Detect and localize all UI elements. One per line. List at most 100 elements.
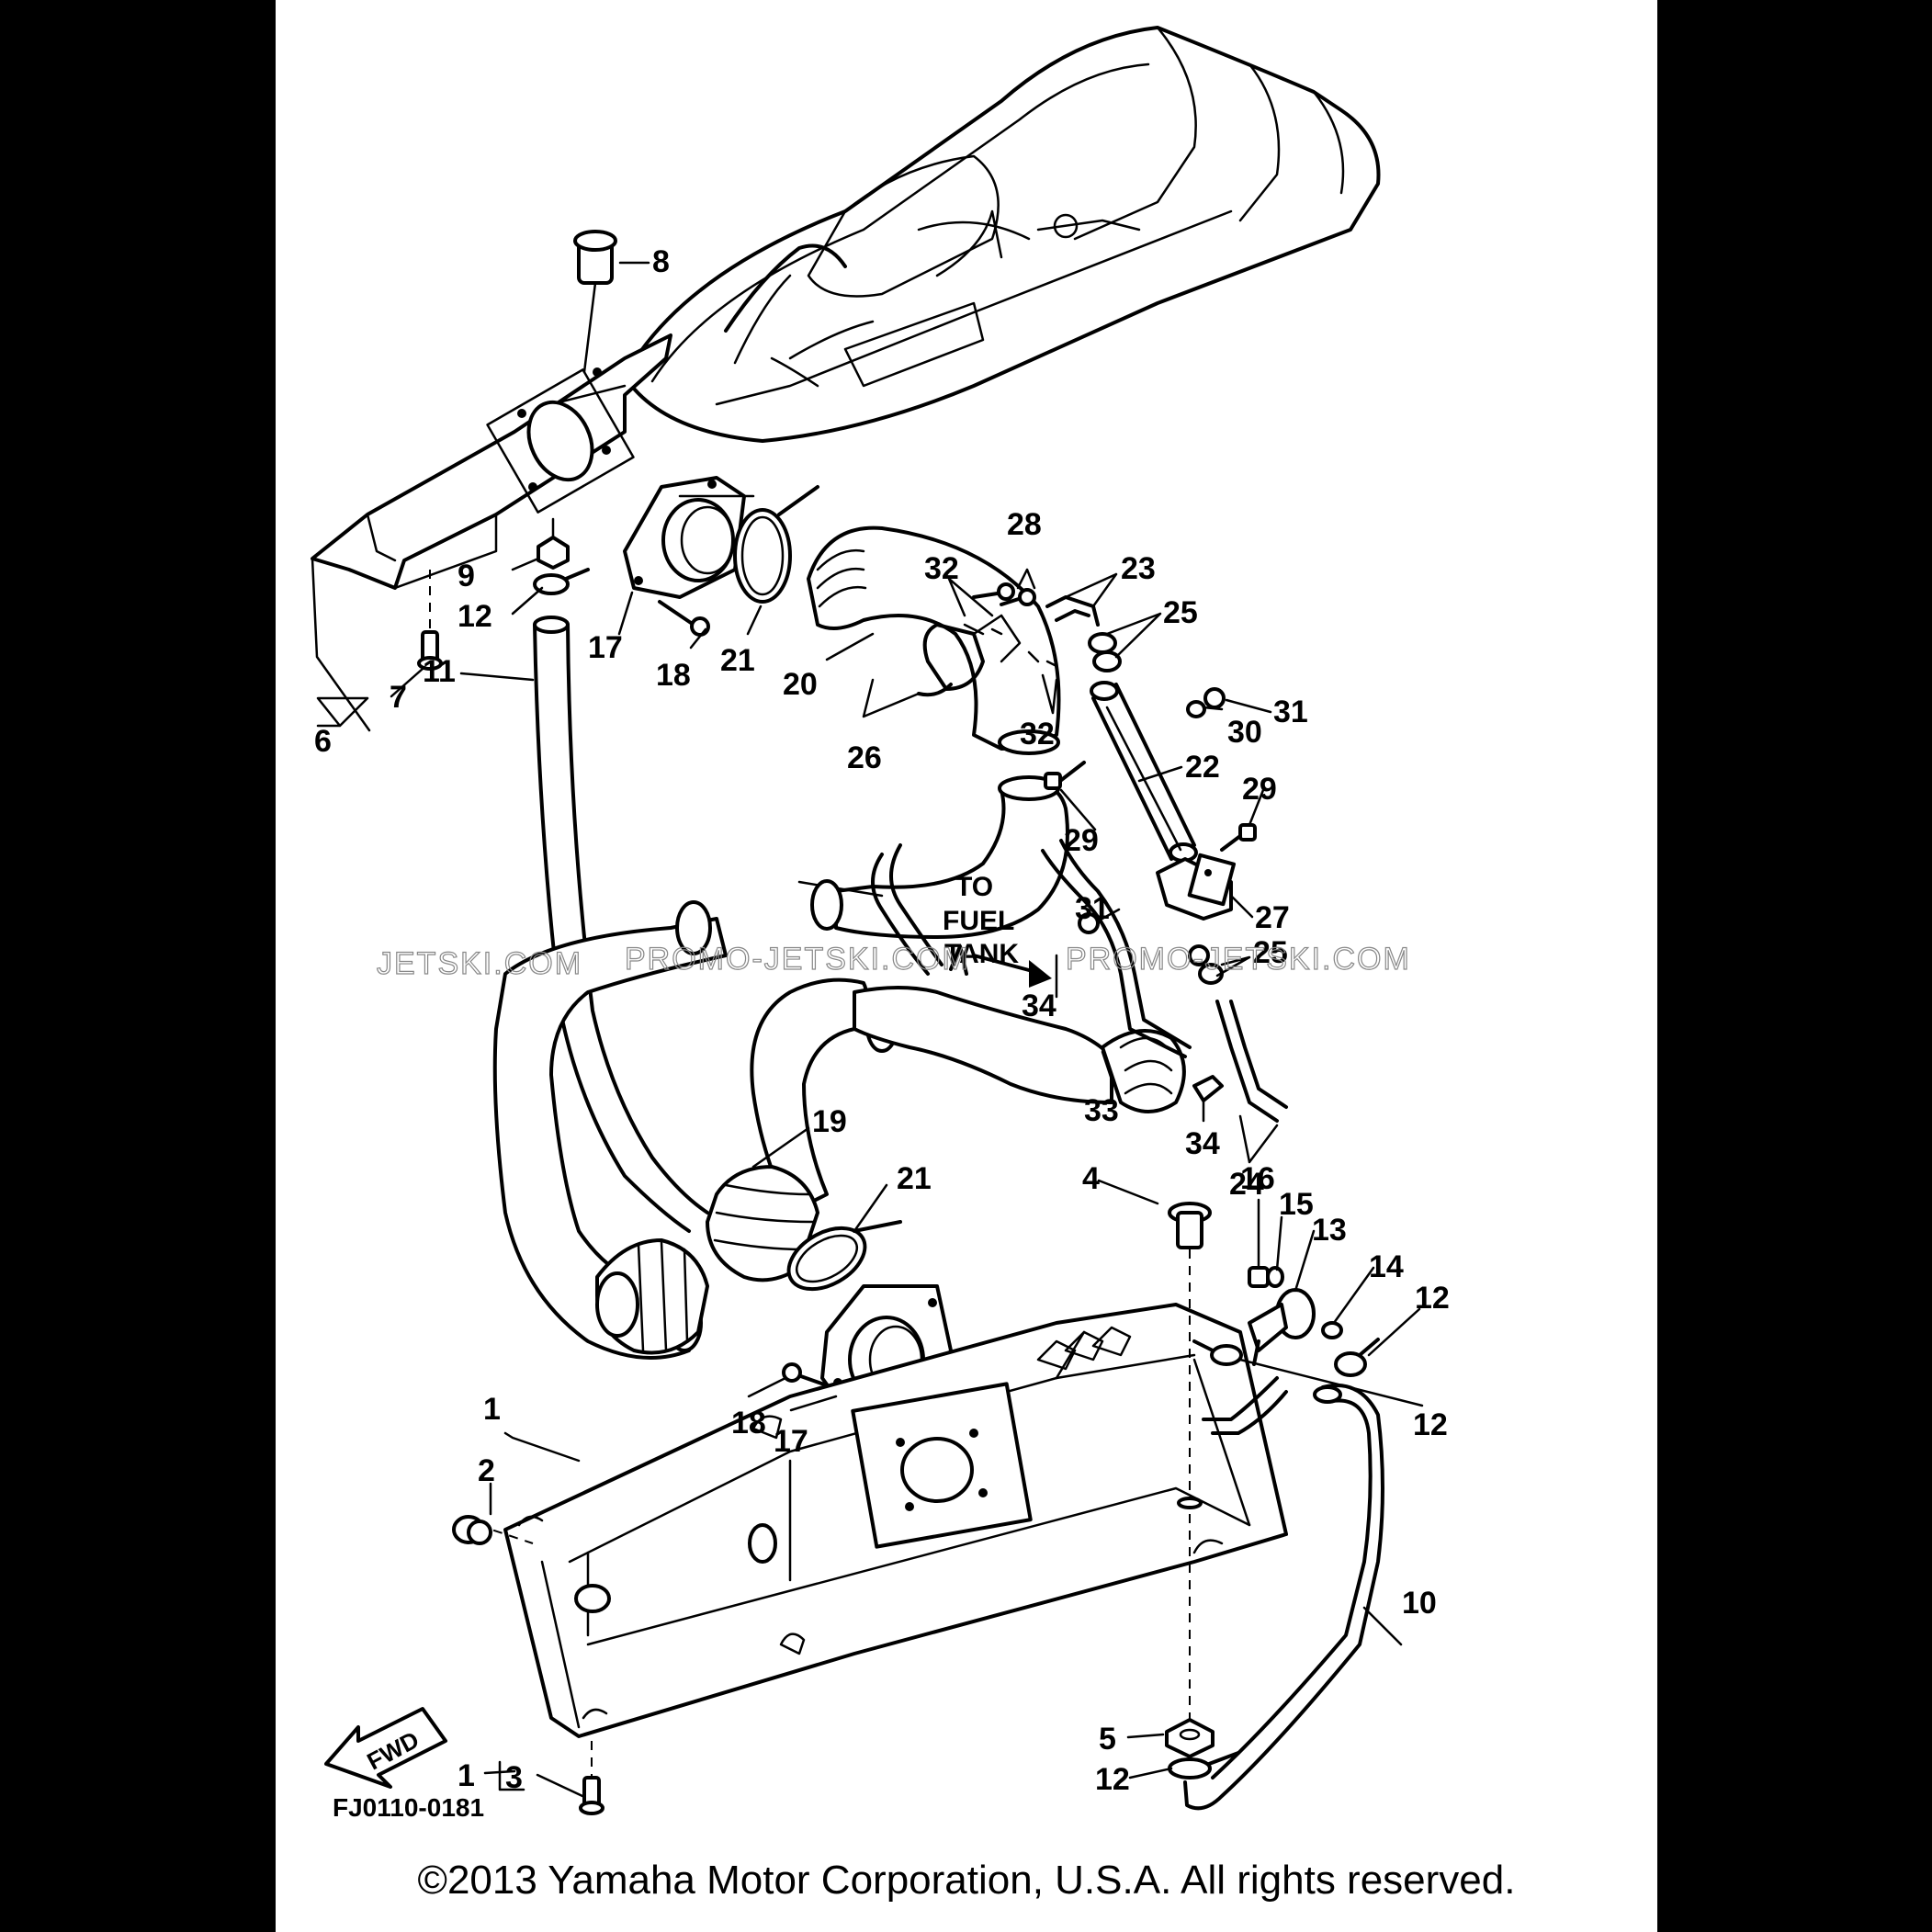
callout-29b: 29 xyxy=(1064,823,1099,858)
fitting-part-13 xyxy=(1248,1288,1316,1366)
exploded-parts-diagram: FWD xyxy=(311,26,1450,1815)
band-part-21-lower xyxy=(786,1220,902,1292)
hose-part-10 xyxy=(1183,1376,1384,1811)
bolt-part-18-upper xyxy=(658,600,710,637)
leader-lines xyxy=(311,261,1424,1798)
screws-part-28 xyxy=(972,582,1036,606)
callout-32a: 32 xyxy=(924,551,959,586)
nut-part-9 xyxy=(537,517,570,570)
callout-16: 16 xyxy=(1240,1161,1275,1196)
callout-12c: 12 xyxy=(1413,1407,1448,1442)
callout-21: 21 xyxy=(720,643,755,678)
fwd-arrow: FWD xyxy=(324,1707,447,1789)
screw-part-14 xyxy=(1321,1321,1343,1339)
callout-30: 30 xyxy=(1227,715,1262,750)
bellows-lower xyxy=(595,1238,709,1355)
callout-8: 8 xyxy=(652,244,670,279)
diagram-sheet: FWD xyxy=(276,0,1657,1932)
callout-25a: 25 xyxy=(1163,595,1198,630)
plug-part-8 xyxy=(573,230,617,374)
watermark-3: PROMO-JETSKI.COM xyxy=(1066,942,1411,977)
bolt-part-18-lower xyxy=(782,1362,829,1387)
pipe-assembly-middle xyxy=(492,775,1186,1360)
plug-part-4 xyxy=(1168,1202,1212,1727)
bracket-part-27 xyxy=(1156,853,1237,921)
clip-part-34-right xyxy=(1192,1075,1224,1102)
flange-part-17-upper xyxy=(623,476,755,599)
note-line-2: FUEL xyxy=(943,906,1014,936)
filter-part-22 xyxy=(1090,681,1198,863)
callout-25b: 25 xyxy=(1253,935,1288,970)
callout-31b: 31 xyxy=(1075,891,1110,926)
hose-part-24 xyxy=(1215,1000,1288,1123)
callout-18: 18 xyxy=(656,658,691,693)
callout-11: 11 xyxy=(423,654,456,689)
hose-part-23 xyxy=(1045,595,1100,627)
callout-24: 24 xyxy=(1229,1167,1264,1202)
callout-31a: 31 xyxy=(1273,695,1308,729)
callout-12b: 12 xyxy=(1415,1281,1450,1316)
watermark-1: JETSKI.COM xyxy=(377,946,582,981)
screw-part-7 xyxy=(417,570,443,671)
callout-34a: 34 xyxy=(1022,989,1056,1023)
band-part-21-upper xyxy=(733,485,819,604)
pipe-part-20 xyxy=(807,525,1061,755)
callout-1: 1 xyxy=(483,1392,501,1427)
nut-part-16 xyxy=(1248,1266,1270,1288)
fuel-line-part-33 xyxy=(871,839,1192,1058)
jetski-hull xyxy=(623,26,1381,443)
fitting-part-25-lower xyxy=(1188,944,1224,985)
fitting-part-25-upper xyxy=(1088,632,1122,672)
callout-10: 10 xyxy=(1402,1586,1437,1621)
callout-13: 13 xyxy=(1312,1213,1347,1248)
clamp-part-12-upper xyxy=(533,568,590,595)
grommet-part-2 xyxy=(452,1515,492,1545)
nut-part-31-lower xyxy=(1078,912,1100,934)
clamp-part-12-right xyxy=(1192,1338,1380,1377)
callout-23: 23 xyxy=(1121,551,1156,586)
clamp-part-12-lower xyxy=(1168,1751,1240,1779)
note-line-3: TANK xyxy=(944,939,1019,969)
callout-17b: 17 xyxy=(774,1424,808,1459)
callout-20: 20 xyxy=(783,667,818,702)
fuel-tank-arrow xyxy=(972,954,1052,988)
callout-28: 28 xyxy=(1007,507,1042,542)
diagram-code: FJ0110-0181 xyxy=(333,1793,485,1822)
bolt-part-29 xyxy=(1044,761,1257,852)
washer-part-15 xyxy=(1266,1266,1284,1288)
clip-part-34-left xyxy=(949,944,968,976)
callout-15: 15 xyxy=(1279,1187,1314,1222)
callout-4: 4 xyxy=(1082,1161,1100,1196)
callout-numbers: 8 9 12 7 6 11 17 18 21 20 32 28 23 25 26… xyxy=(314,244,1450,1797)
callout-1b: 1 xyxy=(458,1758,475,1793)
callout-2: 2 xyxy=(478,1453,495,1488)
bracket-part-26 xyxy=(917,614,1022,697)
callout-18b: 18 xyxy=(731,1406,766,1441)
callout-6: 6 xyxy=(314,724,332,759)
fuel-tank-note: TO FUEL TANK xyxy=(943,872,1019,969)
callout-34b: 34 xyxy=(1185,1126,1220,1161)
callout-7: 7 xyxy=(390,680,407,715)
callout-19: 19 xyxy=(812,1104,847,1139)
callout-26: 26 xyxy=(847,740,882,775)
copyright-notice: ©2013 Yamaha Motor Corporation, U.S.A. A… xyxy=(417,1858,1516,1903)
callout-29a: 29 xyxy=(1242,772,1277,807)
callout-17: 17 xyxy=(588,630,623,665)
callout-27: 27 xyxy=(1255,900,1290,935)
cover-plate-upper xyxy=(311,333,672,590)
callout-5: 5 xyxy=(1099,1722,1116,1757)
hose-part-11 xyxy=(533,616,709,1233)
callout-32b: 32 xyxy=(1020,717,1055,751)
nut-part-5 xyxy=(1165,1718,1215,1758)
callout-22: 22 xyxy=(1185,750,1220,785)
watermarks: JETSKI.COM PROMO-JETSKI.COM PROMO-JETSKI… xyxy=(376,941,1411,981)
callout-12: 12 xyxy=(458,599,492,634)
callout-3: 3 xyxy=(505,1760,523,1795)
nut-part-31-upper xyxy=(1203,687,1226,709)
bracket-mark-3 xyxy=(498,1760,525,1791)
washer-part-30 xyxy=(1186,700,1206,718)
screws-part-32 xyxy=(963,623,1058,668)
watermark-2: PROMO-JETSKI.COM xyxy=(625,942,970,977)
note-line-1: TO xyxy=(955,872,993,902)
screw-part-3 xyxy=(579,1741,604,1815)
